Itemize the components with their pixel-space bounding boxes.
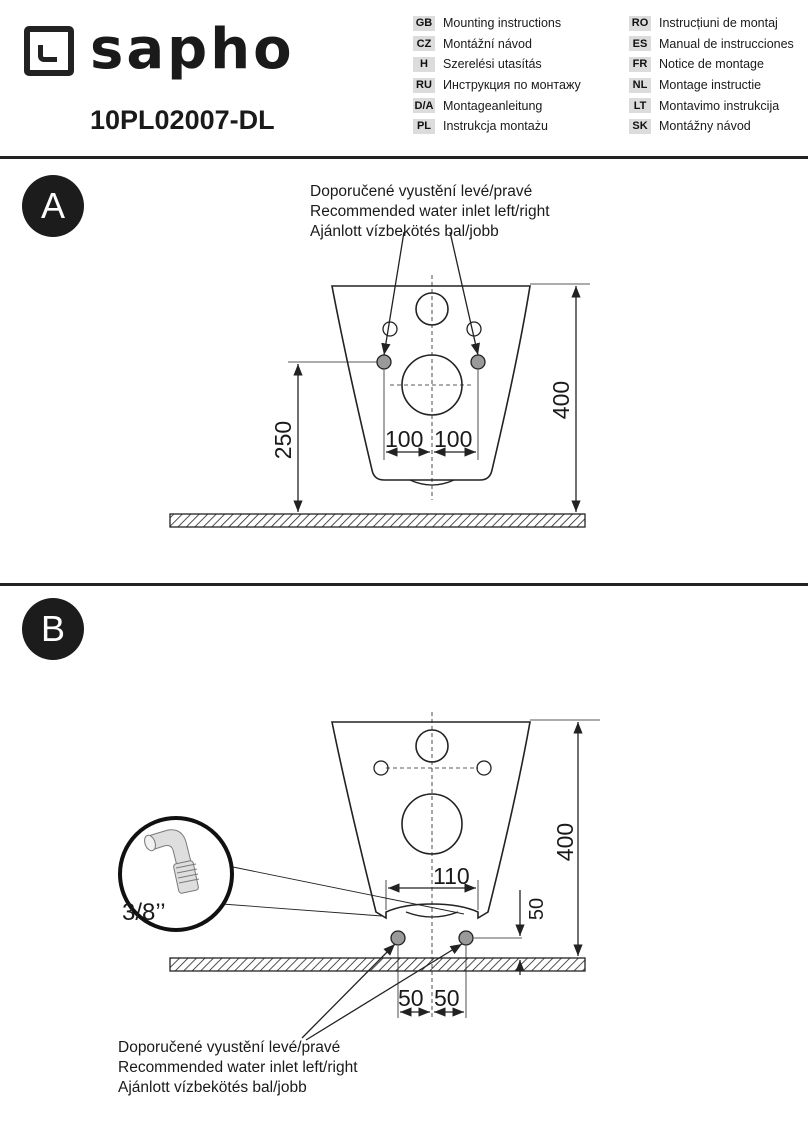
lang-row: RO Instrucțiuni de montaj [629,13,794,34]
section-divider [0,583,808,586]
lang-code: SK [629,118,651,134]
dim-100-right-label: 100 [434,426,473,452]
lang-code: FR [629,56,651,72]
lang-code: GB [413,15,435,31]
section-a-badge: A [22,175,84,237]
language-list-left: GB Mounting instructions CZ Montážní návod… [413,13,581,137]
lang-row: NL Montage instructie [629,75,794,96]
fix-hole-right-a [466,321,482,337]
lang-row: GB Mounting instructions [413,13,581,34]
dim-110-label: 110 [433,863,470,889]
brand-name: sapho [90,17,295,82]
leader-left-b [301,943,396,1039]
note-line: Recommended water inlet left/right [310,203,550,220]
toilet-outline-a [331,285,531,481]
dim-50-right-label: 50 [434,985,460,1011]
lang-title: Montážny návod [659,119,751,134]
lang-row: SK Montážny návod [629,116,794,137]
lang-code: RU [413,77,435,93]
lang-row: H Szerelési utasítás [413,54,581,75]
water-inlet-right-a [470,354,486,370]
water-inlet-left-a [376,354,392,370]
fix-hole-left-a [382,321,398,337]
lang-code: RO [629,15,651,31]
note-line: Doporučené vyustění levé/pravé [118,1039,341,1056]
floor-b [169,957,586,972]
leader-right-b [305,943,463,1041]
dim-50-left-label: 50 [398,985,424,1011]
section-b-badge: B [22,598,84,660]
lang-title: Szerelési utasítás [443,57,542,72]
lang-code: D/A [413,98,435,114]
lang-title: Montage instructie [659,78,762,93]
lang-row: D/A Montageanleitung [413,95,581,116]
note-line: Recommended water inlet left/right [118,1059,358,1076]
dim-400-label-b: 400 [552,822,579,862]
callout-line-lower [221,903,383,917]
section-b-note: Doporučené vyustění levé/pravé Recommend… [118,1038,358,1098]
lang-title: Instrucțiuni de montaj [659,16,778,31]
fitting-size-label: 3/8’’ [122,899,166,926]
section-a-note: Doporučené vyustění levé/pravé Recommend… [310,182,550,242]
drawing-b [169,712,600,1041]
lang-title: Montážní návod [443,36,532,51]
water-inlet-left-b [390,930,406,946]
header-divider [0,156,808,159]
note-line: Doporučené vyustění levé/pravé [310,183,533,200]
lang-code: LT [629,98,651,114]
lang-row: RU Инструкция по монтажу [413,75,581,96]
lang-title: Инструкция по монтажу [443,78,581,93]
note-line: Ajánlott vízbekötés bal/jobb [310,223,499,240]
dim-100-left-label: 100 [385,426,424,452]
lang-title: Instrukcja montażu [443,119,548,134]
lang-title: Notice de montage [659,57,764,72]
fix-hole-left-b [373,760,389,776]
lang-title: Manual de instrucciones [659,36,794,51]
lang-title: Montavimo instrukcija [659,98,780,113]
lang-row: CZ Montážní návod [413,34,581,55]
floor-a [169,513,586,528]
dim-250-label: 250 [270,420,297,460]
fix-hole-right-b [476,760,492,776]
callout-line-upper [227,865,465,915]
lang-row: ES Manual de instrucciones [629,34,794,55]
lang-code: ES [629,36,651,52]
model-number: 10PL02007-DL [90,105,275,135]
lang-code: H [413,56,435,72]
leader-right-a [449,231,480,356]
dim-400-label-a: 400 [548,380,575,420]
water-inlet-right-b [458,930,474,946]
lang-title: Mounting instructions [443,16,562,31]
language-list-right: RO Instrucțiuni de montaj ES Manual de ins… [629,13,794,137]
angle-fitting-icon [144,829,200,894]
leader-left-a [381,231,405,356]
lang-code: PL [413,118,435,134]
lang-code: NL [629,77,651,93]
lang-row: PL Instrukcja montażu [413,116,581,137]
lang-row: FR Notice de montage [629,54,794,75]
fitting-callout: 3/8’’ [118,816,234,932]
lang-title: Montageanleitung [443,98,543,113]
note-line: Ajánlott vízbekötés bal/jobb [118,1079,307,1096]
lang-row: LT Montavimo instrukcija [629,95,794,116]
dim-50-vertical-label: 50 [526,897,549,921]
lang-code: CZ [413,36,435,52]
brand-logo-icon [24,26,74,76]
drawing-a [169,231,590,528]
